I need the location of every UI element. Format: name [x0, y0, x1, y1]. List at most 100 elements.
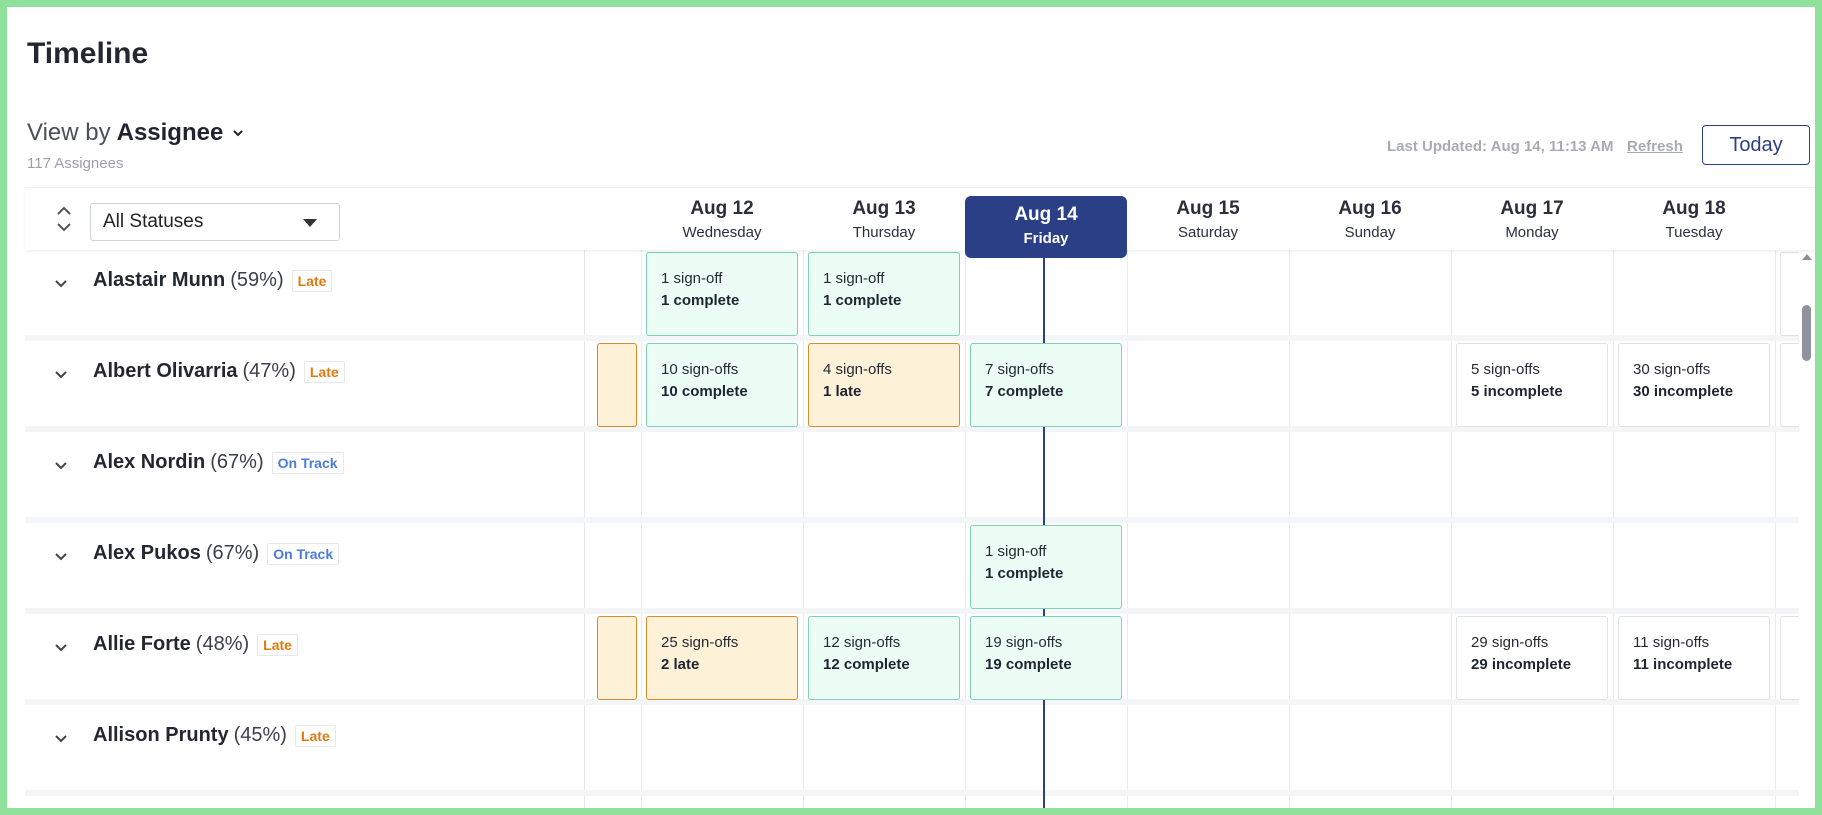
day-column-divider	[1775, 250, 1776, 808]
chevron-down-icon[interactable]	[53, 276, 69, 292]
page-title: Timeline	[27, 37, 149, 70]
chevron-down-icon[interactable]	[53, 458, 69, 474]
status-badge: On Track	[267, 542, 340, 565]
row-separator	[585, 608, 1799, 614]
signoff-card[interactable]: 11 sign-offs 11 incomplete	[1618, 616, 1770, 700]
today-button[interactable]: Today	[1702, 125, 1810, 165]
row-separator	[585, 790, 1799, 796]
scrollbar-thumb[interactable]	[1802, 305, 1811, 361]
signoff-card[interactable]: 10 sign-offs 10 complete	[646, 343, 798, 427]
chevron-down-icon	[233, 130, 244, 137]
day-date: Aug 16	[1338, 198, 1402, 219]
view-by-dropdown[interactable]: View by Assignee	[27, 119, 245, 147]
day-column-divider	[1289, 250, 1290, 808]
signoff-count: 1 sign-off	[985, 543, 1047, 560]
signoff-card-partial[interactable]	[597, 343, 637, 427]
signoff-count: 29 sign-offs	[1471, 634, 1549, 651]
day-date: Aug 14	[1014, 204, 1078, 225]
day-column-divider	[965, 250, 966, 808]
signoff-card[interactable]: 7 sign-offs 7 complete	[970, 343, 1122, 427]
assignee-percent: (48%)	[195, 633, 250, 655]
day-column-divider	[641, 250, 642, 808]
status-badge: Late	[257, 633, 298, 656]
assignee-percent: (47%)	[242, 360, 296, 382]
signoff-status: 7 complete	[985, 383, 1064, 400]
assignee-percent: (67%)	[210, 451, 264, 473]
assignee-name[interactable]: Albert Olivarria	[93, 360, 238, 382]
chevron-down-icon[interactable]	[53, 640, 69, 656]
status-badge: Late	[303, 360, 345, 383]
row-separator	[585, 426, 1799, 432]
last-updated-text: Last Updated: Aug 14, 11:13 AM	[1387, 138, 1614, 155]
signoff-count: 11 sign-offs	[1633, 634, 1710, 651]
signoff-status: 1 complete	[985, 565, 1064, 582]
signoff-count: 10 sign-offs	[661, 361, 739, 378]
signoff-count: 4 sign-offs	[823, 361, 892, 378]
assignee-name[interactable]: Allie Forte	[93, 633, 191, 655]
expand-collapse-icon[interactable]	[55, 204, 73, 234]
signoff-status: 1 complete	[661, 292, 740, 309]
assignee-percent: (67%)	[205, 542, 260, 564]
refresh-link[interactable]: Refresh	[1627, 138, 1683, 155]
assignee-row: Allie Forte(48%) Late	[25, 614, 585, 705]
signoff-card-partial[interactable]	[597, 616, 637, 700]
assignee-name[interactable]: Alex Pukos	[93, 542, 201, 564]
assignee-name[interactable]: Alex Nordin	[93, 451, 206, 473]
status-filter-select[interactable]: All Statuses	[90, 203, 340, 241]
signoff-count: 7 sign-offs	[985, 361, 1054, 378]
signoff-status: 19 complete	[985, 656, 1072, 673]
vertical-scrollbar[interactable]	[1799, 250, 1815, 808]
chevron-down-icon[interactable]	[53, 731, 69, 747]
assignee-name-line: Alex Nordin(67%) On Track	[93, 451, 344, 474]
day-weekday: Thursday	[852, 224, 916, 241]
assignee-row: Alastair Munn(59%)Late	[25, 250, 585, 341]
assignee-name[interactable]: Alastair Munn	[93, 269, 226, 291]
timeline-page: Timeline View by Assignee 117 Assignees …	[7, 7, 1815, 808]
signoff-status: 1 complete	[823, 292, 902, 309]
signoff-status: 10 complete	[661, 383, 748, 400]
assignee-count: 117 Assignees	[27, 155, 124, 172]
assignee-name-line: Albert Olivarria(47%) Late	[93, 360, 345, 383]
chevron-down-icon[interactable]	[53, 549, 69, 565]
caret-down-icon	[303, 219, 317, 227]
signoff-card[interactable]: 25 sign-offs 2 late	[646, 616, 798, 700]
signoff-status: 29 incomplete	[1471, 656, 1572, 673]
day-weekday: Tuesday	[1665, 224, 1723, 241]
signoff-status: 2 late	[661, 656, 700, 673]
status-badge: On Track	[271, 451, 344, 474]
day-weekday: Monday	[1505, 224, 1559, 241]
signoff-count: 25 sign-offs	[661, 634, 739, 651]
day-date: Aug 12	[690, 198, 754, 219]
signoff-card[interactable]: 19 sign-offs 19 complete	[970, 616, 1122, 700]
row-separator	[585, 335, 1799, 341]
assignee-name-line: Allie Forte(48%) Late	[93, 633, 298, 656]
assignee-percent: (45%)	[233, 724, 287, 746]
scroll-up-arrow-icon[interactable]	[1802, 254, 1812, 260]
chevron-down-icon[interactable]	[53, 367, 69, 383]
signoff-count: 12 sign-offs	[823, 634, 901, 651]
assignee-name-line: Allison Prunty(45%)Late	[93, 724, 336, 747]
assignee-name[interactable]: Allison Prunty	[93, 724, 229, 746]
signoff-card[interactable]: 1 sign-off 1 complete	[970, 525, 1122, 609]
signoff-status: 11 incomplete	[1633, 656, 1733, 673]
row-separator	[585, 699, 1799, 705]
signoff-card[interactable]: 29 sign-offs 29 incomplete	[1456, 616, 1608, 700]
row-separator	[585, 517, 1799, 523]
signoff-count: 19 sign-offs	[985, 634, 1063, 651]
assignee-percent: (59%)	[230, 269, 284, 291]
